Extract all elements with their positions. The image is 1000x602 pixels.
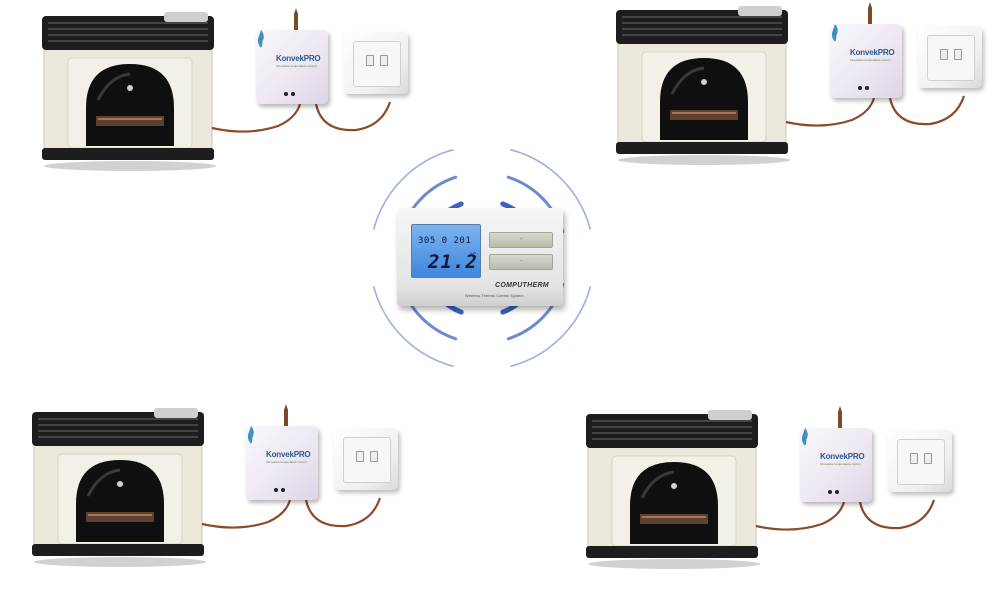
thermostat-plus-button[interactable]: + [489, 232, 553, 248]
switch-rocker-left[interactable] [940, 49, 948, 60]
cable-to-module [211, 103, 302, 133]
heater-drawing [32, 404, 382, 567]
minus-button-label: − [519, 258, 523, 263]
switch-rocker-left[interactable] [356, 451, 364, 462]
signal-wave-icon [373, 149, 454, 230]
wall-switch[interactable] [918, 26, 982, 88]
cable-to-switch [858, 499, 936, 530]
lcd-unit: °C [470, 253, 477, 259]
leaf-icon [831, 24, 838, 42]
switch-rocker-right[interactable] [924, 453, 932, 464]
heater-unit-bottom-left: KonvekPRO Innovative temperature control [28, 404, 448, 574]
cable-to-module [785, 97, 876, 127]
module-brand: KonvekPRO [820, 452, 865, 461]
antenna [294, 8, 298, 30]
led-indicator-icon [284, 92, 288, 96]
heater-door [660, 58, 748, 140]
module-brand: KonvekPRO [266, 450, 311, 459]
switch-plate [897, 439, 945, 485]
led-indicator-icon [835, 490, 839, 494]
antenna [838, 406, 842, 428]
module-brand: KonvekPRO [850, 48, 895, 57]
cable-to-module [201, 499, 292, 529]
switch-rocker-right[interactable] [954, 49, 962, 60]
heater-door [630, 462, 718, 544]
thermostat-subtitle: Wireless Thermo Control System [465, 293, 524, 298]
wireless-thermostat: 305 0 201 21.2 °C + − COMPUTHERM Wireles… [397, 208, 565, 308]
heater-drawing [586, 406, 936, 569]
signal-wave-icon [373, 286, 454, 367]
leaf-icon [247, 426, 254, 444]
module-brand: KonvekPRO [276, 54, 321, 63]
receiver-module: KonvekPRO Innovative temperature control [246, 426, 318, 500]
cable-to-switch [304, 497, 382, 528]
wall-switch[interactable] [888, 430, 952, 492]
led-indicator-icon [865, 86, 869, 90]
switch-rocker-left[interactable] [366, 55, 374, 66]
led-indicator-icon [858, 86, 862, 90]
switch-plate [343, 437, 391, 483]
antenna [868, 2, 872, 24]
antenna [284, 404, 288, 426]
thermostat-lcd: 305 0 201 21.2 °C [411, 224, 481, 278]
lcd-top-row: 305 0 201 [418, 236, 472, 246]
lcd-temperature: 21.2 [428, 251, 478, 273]
led-indicator-icon [274, 488, 278, 492]
cable-to-switch [314, 101, 392, 132]
cable-to-switch [888, 95, 966, 126]
heater-drawing [616, 2, 966, 165]
switch-rocker-right[interactable] [380, 55, 388, 66]
switch-plate [927, 35, 975, 81]
module-tagline: Innovative temperature control [266, 460, 307, 464]
leaf-icon [257, 30, 264, 48]
wall-switch[interactable] [344, 32, 408, 94]
heater-unit-top-left: KonvekPRO Innovative temperature control [38, 8, 458, 178]
module-tagline: Innovative temperature control [820, 462, 861, 466]
heater-door [76, 460, 164, 542]
plus-button-label: + [519, 236, 523, 241]
heater-unit-top-right: KonvekPRO Innovative temperature control [612, 2, 1000, 172]
switch-plate [353, 41, 401, 87]
signal-wave-icon [510, 286, 591, 367]
module-tagline: Innovative temperature control [850, 58, 891, 62]
heater-door [86, 64, 174, 146]
receiver-module: KonvekPRO Innovative temperature control [830, 24, 902, 98]
signal-wave-icon [510, 149, 591, 230]
wall-switch[interactable] [334, 428, 398, 490]
thermostat-brand: COMPUTHERM [495, 282, 549, 289]
heater-unit-bottom-right: KonvekPRO Innovative temperature control [582, 406, 1000, 576]
led-indicator-icon [828, 490, 832, 494]
receiver-module: KonvekPRO Innovative temperature control [256, 30, 328, 104]
led-indicator-icon [281, 488, 285, 492]
led-indicator-icon [291, 92, 295, 96]
module-tagline: Innovative temperature control [276, 64, 317, 68]
switch-rocker-left[interactable] [910, 453, 918, 464]
heater-drawing [42, 8, 392, 171]
cable-to-module [755, 501, 846, 531]
leaf-icon [801, 428, 808, 446]
receiver-module: KonvekPRO Innovative temperature control [800, 428, 872, 502]
thermostat-minus-button[interactable]: − [489, 254, 553, 270]
switch-rocker-right[interactable] [370, 451, 378, 462]
